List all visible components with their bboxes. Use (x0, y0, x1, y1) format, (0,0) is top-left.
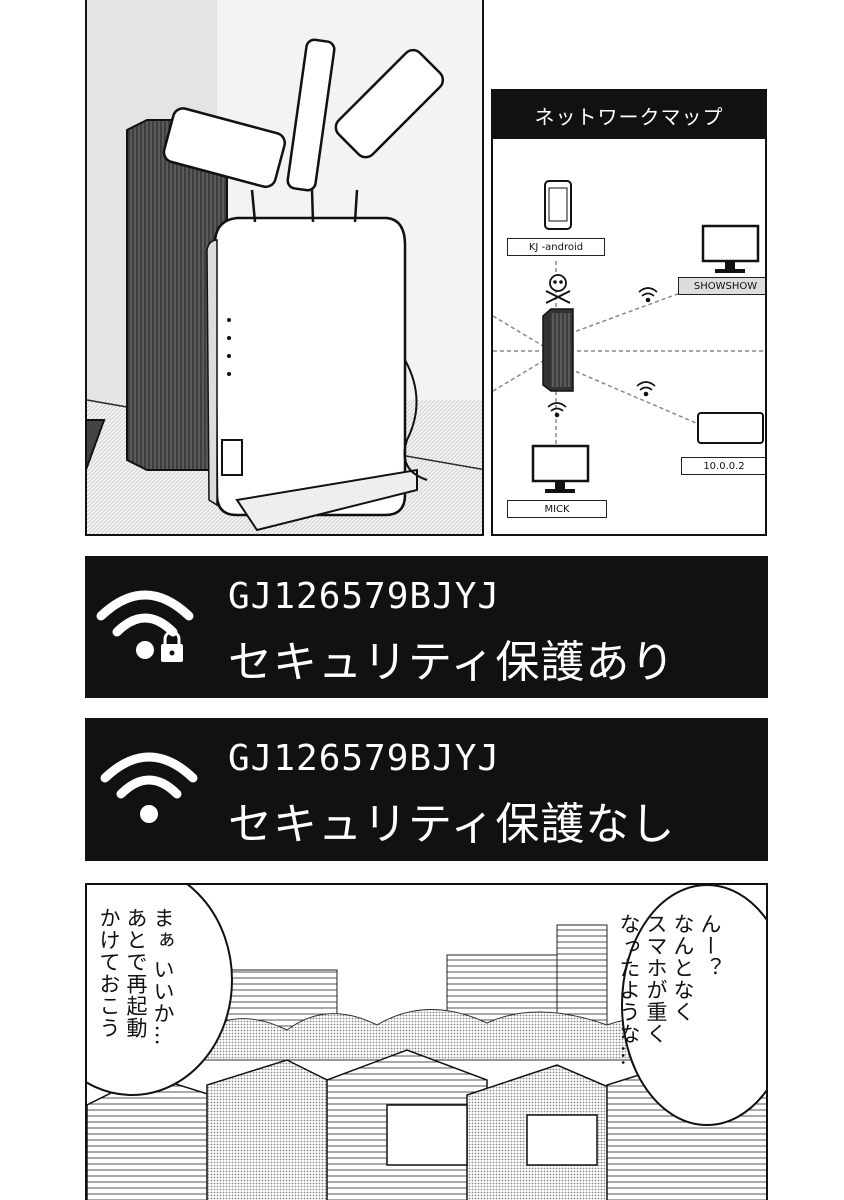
speech-line: あとで再起動 (124, 907, 148, 1039)
monitor-icon (531, 444, 590, 493)
wifi-signal-icon (547, 287, 658, 418)
speech-line: スマホが重く (644, 913, 668, 1045)
speech-line: まぁ いいか… (151, 907, 175, 1047)
wifi-ssid: GJ126579BJYJ (228, 738, 501, 779)
monitor-icon (701, 224, 760, 273)
node-label-showshow: SHOWSHOW (678, 277, 765, 295)
speech-line: んー？ (698, 913, 722, 979)
cityscape-illustration (87, 885, 766, 1200)
network-map-title: ネットワークマップ (493, 91, 765, 139)
router-illustration (87, 0, 482, 534)
wifi-icon (100, 752, 198, 823)
speech-line: なったような… (617, 913, 641, 1067)
network-map-diagram (493, 180, 765, 493)
speech-text-left: まぁ いいか… あとで再起動 かけておこう (95, 907, 176, 1127)
cityscape-panel: んー？ なんとなく スマホが重く なったような… まぁ いいか… あとで再起動 … (85, 883, 768, 1200)
device-icon (697, 412, 764, 444)
wifi-lock-icon (96, 590, 194, 662)
node-label-kj-android: KJ -android (507, 238, 605, 256)
speech-line: なんとなく (671, 913, 695, 1023)
speech-bubble-left (87, 885, 233, 1096)
speech-text-right: んー？ なんとなく スマホが重く なったような… (615, 913, 723, 1173)
node-label-mick: MICK (507, 500, 607, 518)
router-icon (542, 308, 574, 392)
node-label-ip-address: 10.0.0.2 (681, 457, 765, 475)
speech-bubble-right (621, 885, 766, 1126)
network-map-panel: ネットワークマップ (491, 89, 767, 536)
speech-line: かけておこう (97, 907, 121, 1039)
wifi-security-status: セキュリティ保護あり (228, 637, 676, 688)
skull-icon (545, 274, 571, 304)
router-panel (85, 0, 484, 536)
wifi-network-secured[interactable]: GJ126579BJYJ セキュリティ保護あり (85, 556, 768, 698)
wifi-network-open[interactable]: GJ126579BJYJ セキュリティ保護なし (85, 718, 768, 861)
wifi-security-status: セキュリティ保護なし (228, 799, 676, 850)
wifi-ssid: GJ126579BJYJ (228, 576, 501, 617)
